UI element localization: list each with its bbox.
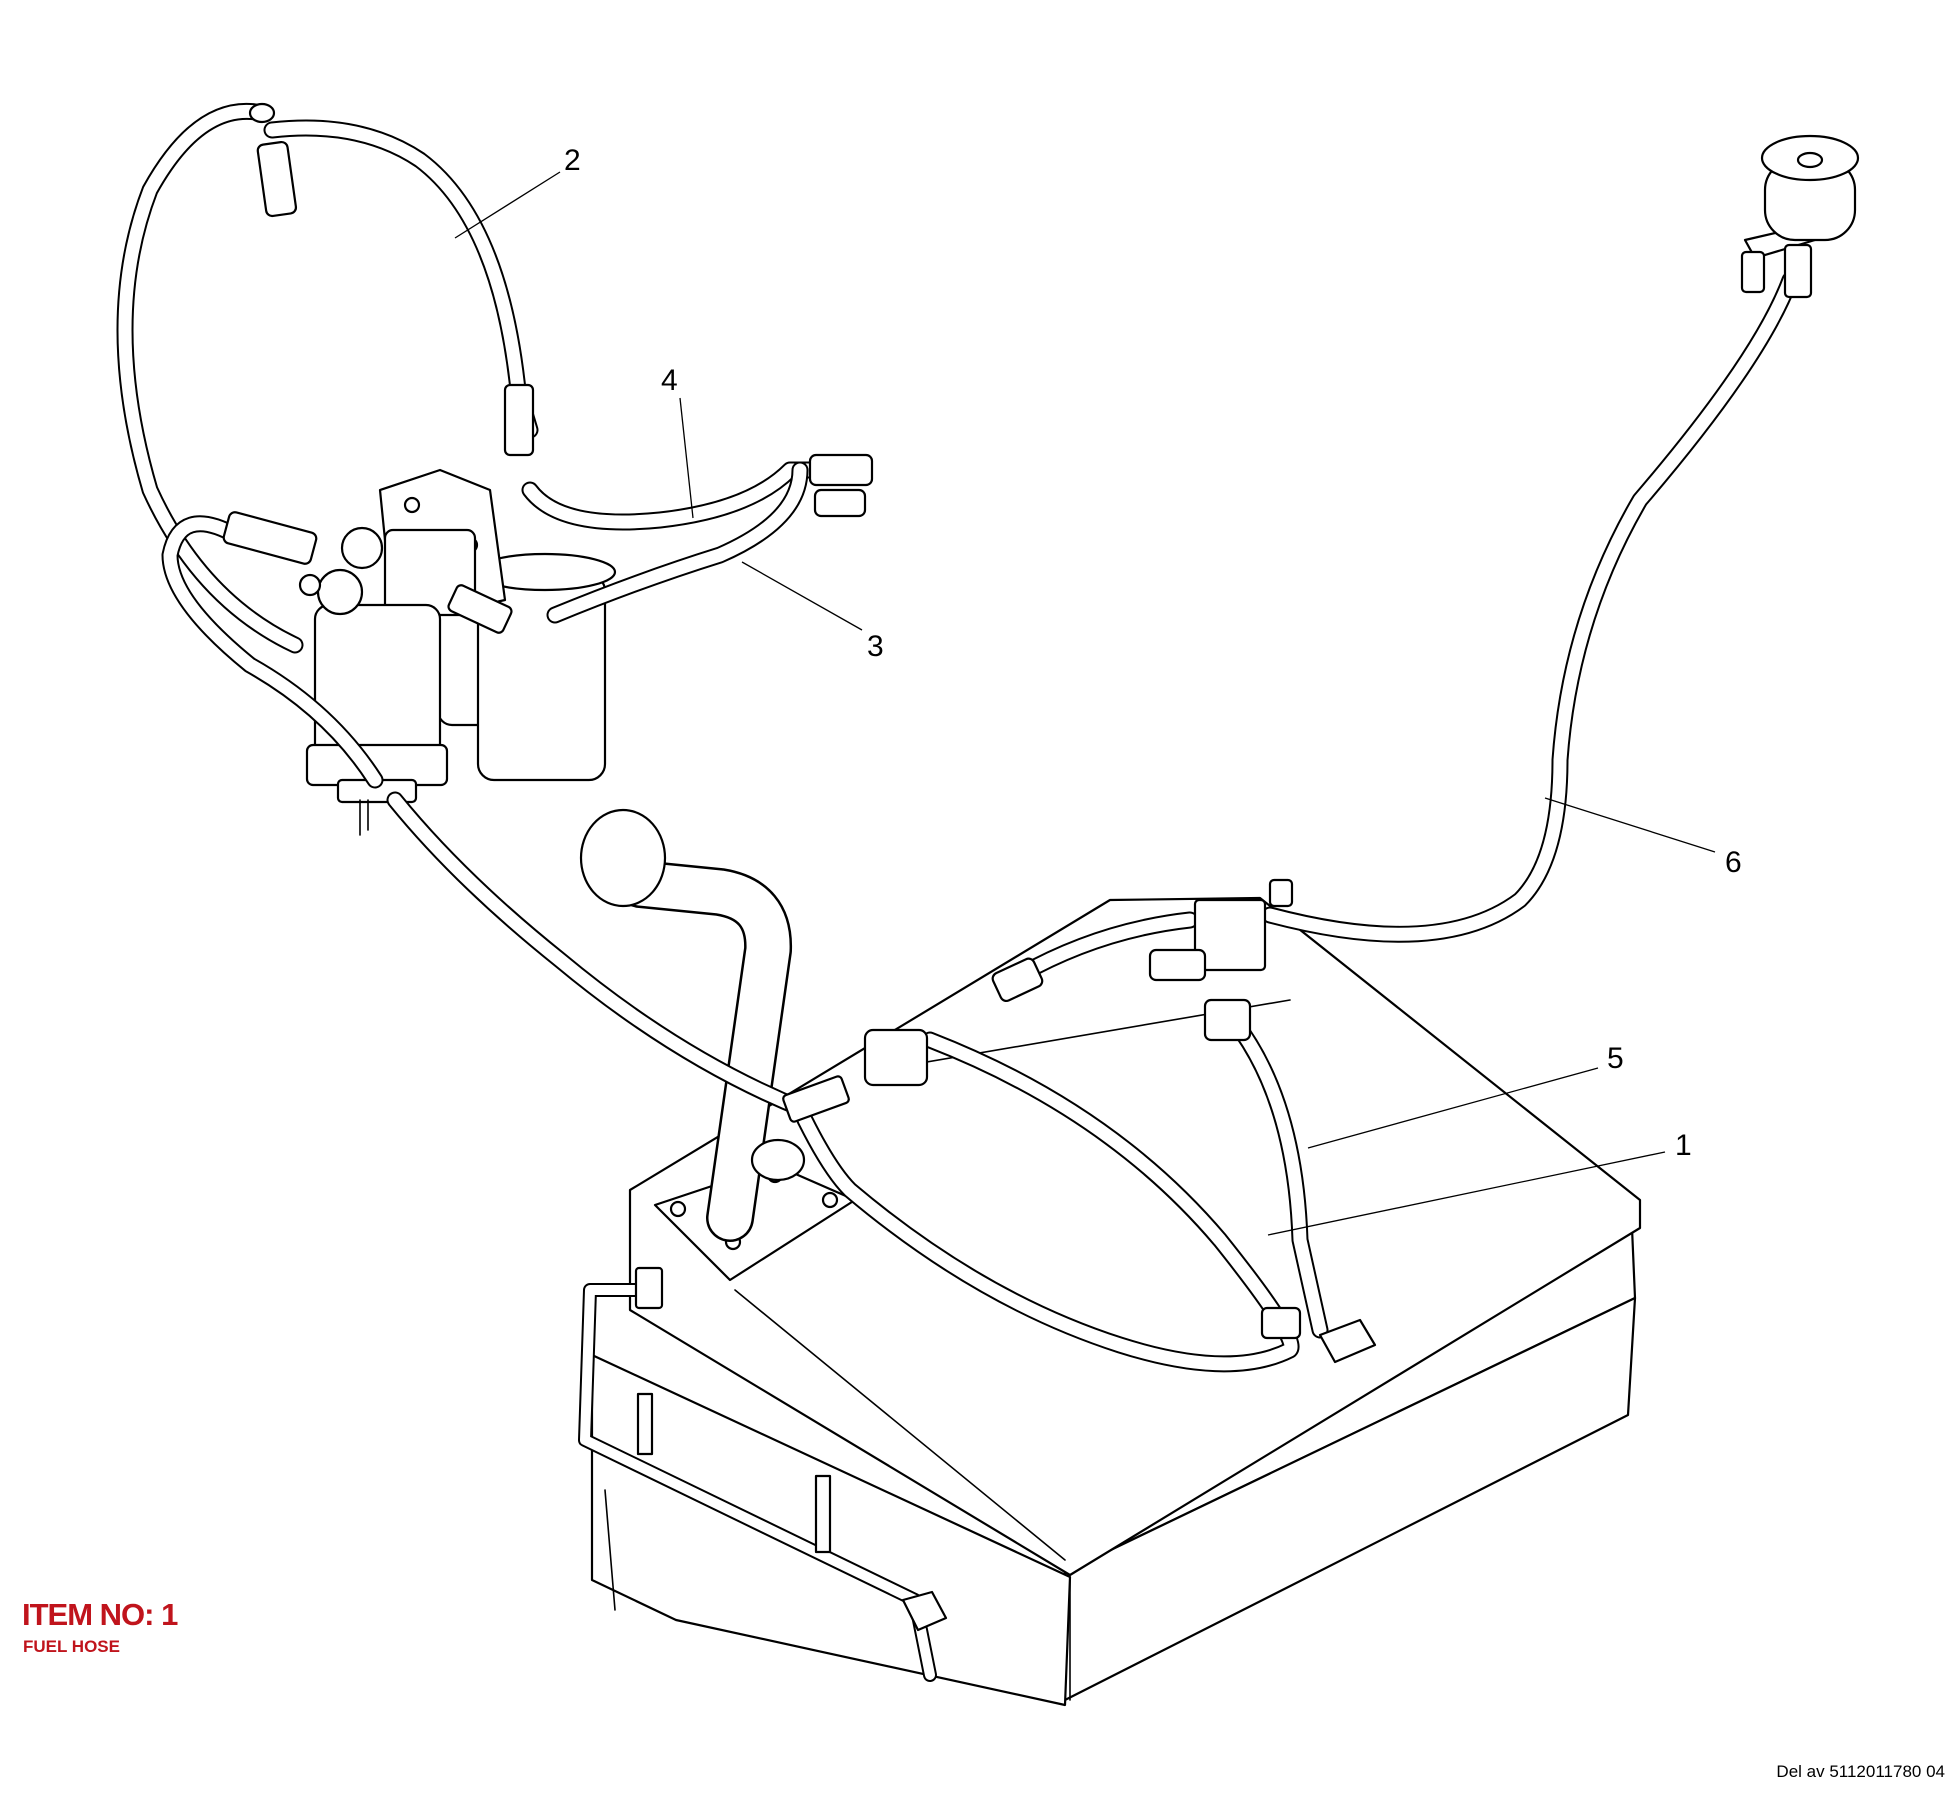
item-number-title: ITEM NO: 1: [22, 1597, 178, 1632]
reservoir-outlet-fitting: [1783, 243, 1813, 299]
hose-3-end-fitting: [813, 488, 867, 518]
filter-inlet-fitting: [222, 511, 318, 565]
callout-5: 5: [1607, 1042, 1624, 1075]
filter-inlet-port: [316, 568, 364, 616]
priming-knob: [340, 526, 384, 570]
tank-fitting-elbow: [863, 1028, 929, 1087]
strap-stud-right: [814, 1474, 832, 1554]
hose-clamp-1: [1260, 1306, 1302, 1340]
valve-bracket: [1148, 948, 1207, 982]
strap-bolt-top: [634, 1266, 664, 1310]
callouts: 2 4 3 6 5 1: [454, 144, 1742, 1236]
hose-clamp-neck: [782, 1075, 850, 1123]
callout-2: 2: [564, 144, 581, 177]
strap-stud-left: [636, 1392, 654, 1456]
hose-clamp-2: [1318, 1318, 1377, 1364]
hose-2-end-fitting: [256, 140, 298, 218]
hose-2-filter-fitting: [503, 383, 535, 457]
tank-bolt: [1268, 878, 1294, 908]
item-description: FUEL HOSE: [23, 1637, 120, 1656]
filter-outlet-fitting: [447, 584, 513, 634]
callout-1: 1: [1675, 1129, 1692, 1162]
tank-strap: [578, 1266, 948, 1682]
filler-neck: [579, 808, 857, 1282]
callout-6: 6: [1725, 846, 1742, 879]
fuel-filter-assembly: [298, 468, 617, 836]
hoses: [116, 102, 1799, 1373]
filler-cap: [579, 808, 667, 908]
tank-top-ridge: [734, 1289, 1066, 1561]
solenoid-valve: [1193, 898, 1267, 972]
callout-3: 3: [867, 630, 884, 663]
reservoir-bracket-bolt: [1740, 250, 1766, 294]
fittings: [222, 102, 1860, 1364]
strap-nut: [901, 1590, 948, 1632]
hose-6: [1261, 271, 1799, 943]
hose-4-end-fitting: [808, 453, 874, 487]
document-reference: Del av 5112011780 04: [1776, 1762, 1945, 1781]
tank-bottom-edge: [604, 1489, 616, 1611]
tank-top-fitting: [991, 957, 1044, 1003]
tank-sender: [750, 1138, 806, 1182]
callout-4: 4: [661, 364, 678, 397]
valve-outlet-fitting: [1203, 998, 1252, 1042]
